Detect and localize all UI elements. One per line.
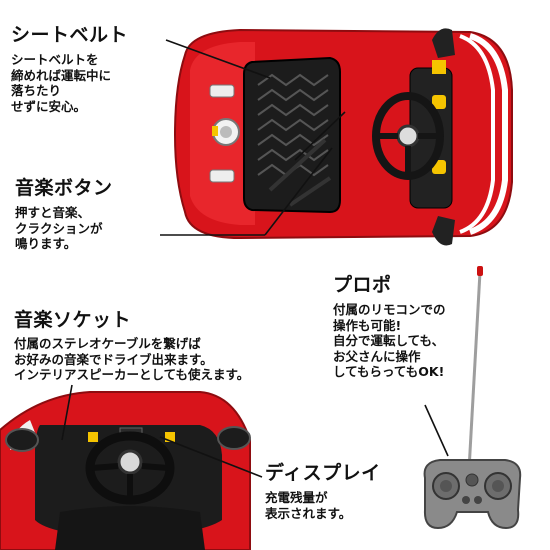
- seatbelt-line: シートベルトを: [11, 52, 99, 67]
- music-button-description: 押すと音楽、 クラクションが 鳴ります。: [15, 205, 113, 252]
- music-socket-heading: 音楽ソケット: [14, 309, 132, 331]
- propo-callout: プロポ 付属のリモコンでの 操作も可能! 自分で運転しても、 お父さんに操作 し…: [333, 270, 446, 380]
- music-socket-line: 付属のステレオケーブルを繋げば: [14, 336, 201, 351]
- music-button-line: 鳴ります。: [15, 236, 77, 251]
- music-socket-callout: 音楽ソケット 付属のステレオケーブルを繋げば お好みの音楽でドライブ出来ます。 …: [14, 305, 249, 383]
- display-line: 充電残量が: [265, 490, 328, 505]
- propo-line: 自分で運転しても、: [333, 333, 445, 348]
- propo-heading: プロポ: [333, 274, 392, 296]
- leader-lines-top: [160, 39, 346, 236]
- music-socket-line: お好みの音楽でドライブ出来ます。: [14, 351, 213, 367]
- seatbelt-heading: シートベルト: [11, 24, 129, 46]
- display-description: 充電残量が 表示されます。: [265, 490, 381, 521]
- display-callout: ディスプレイ 充電残量が 表示されます。: [265, 458, 381, 521]
- seatbelt-line: 落ちたり: [11, 83, 62, 98]
- seatbelt-line: 締めれば運転中に: [11, 67, 112, 83]
- music-socket-line: インテリアスピーカーとしても使えます。: [14, 367, 250, 382]
- music-socket-description: 付属のステレオケーブルを繋げば お好みの音楽でドライブ出来ます。 インテリアスピ…: [14, 336, 249, 383]
- propo-line: 操作も可能!: [333, 317, 402, 333]
- display-heading: ディスプレイ: [265, 462, 381, 484]
- seatbelt-description: シートベルトを 締めれば運転中に 落ちたり せずに安心。: [11, 52, 128, 114]
- remote-controller-image: [423, 266, 522, 530]
- car-top-view-image: [173, 28, 513, 246]
- leader-line-propo: [424, 404, 449, 457]
- propo-line: してもらってもOK!: [333, 364, 445, 379]
- propo-line: お父さんに操作: [333, 348, 421, 364]
- car-dashboard-image: [0, 391, 251, 550]
- propo-line: 付属のリモコンでの: [333, 302, 446, 317]
- leader-lines-bottom: [61, 384, 263, 478]
- music-button-heading: 音楽ボタン: [15, 177, 113, 199]
- music-button-line: クラクションが: [15, 220, 103, 236]
- seatbelt-callout: シートベルト シートベルトを 締めれば運転中に 落ちたり せずに安心。: [11, 20, 128, 114]
- music-button-callout: 音楽ボタン 押すと音楽、 クラクションが 鳴ります。: [15, 173, 113, 252]
- seatbelt-line: せずに安心。: [11, 98, 87, 114]
- display-line: 表示されます。: [265, 505, 352, 521]
- propo-description: 付属のリモコンでの 操作も可能! 自分で運転しても、 お父さんに操作 してもらっ…: [333, 302, 446, 380]
- music-button-line: 押すと音楽、: [15, 205, 91, 220]
